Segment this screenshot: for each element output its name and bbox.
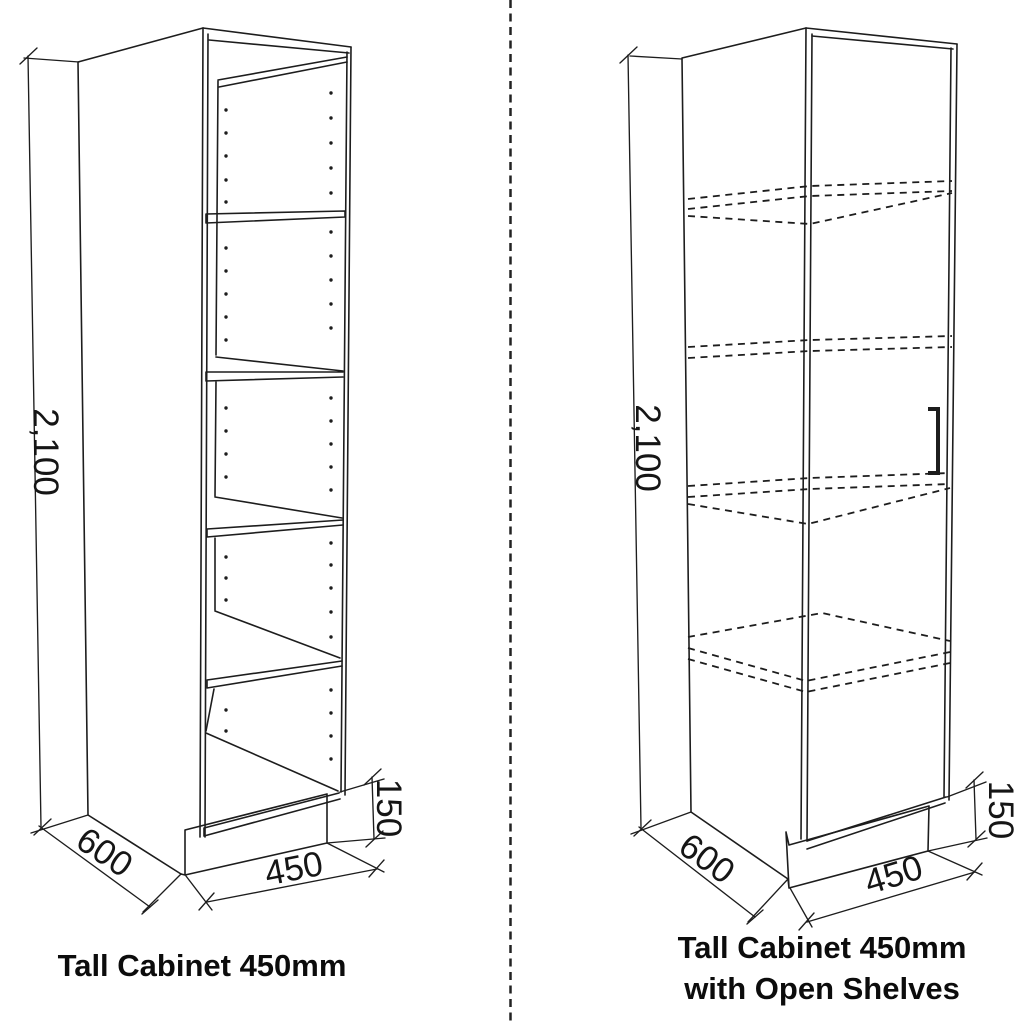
left-cabinet-figure: 2,100 600 450 150 Tall Cabinet 450mm bbox=[19, 27, 408, 983]
shelf-line bbox=[206, 610, 343, 689]
right-stile-edges bbox=[340, 46, 352, 796]
back-panel-top-edge bbox=[217, 56, 348, 88]
kickboard-edges bbox=[785, 805, 930, 889]
hidden-shelf-level-2 bbox=[687, 335, 953, 359]
hinge-stile-edges bbox=[800, 27, 813, 842]
right-cabinet-carcass bbox=[681, 27, 958, 889]
extension-lines bbox=[23, 57, 386, 913]
dim-width-label: 450 bbox=[860, 848, 927, 902]
hidden-shelf-level-1 bbox=[687, 180, 953, 225]
top-panel-edges bbox=[805, 27, 958, 50]
dimension-tick-marks bbox=[19, 47, 385, 915]
left-cabinet-carcass bbox=[77, 27, 352, 876]
hidden-shelf-level-4 bbox=[687, 612, 951, 693]
dimension-line-height bbox=[27, 55, 42, 828]
shelf-line bbox=[205, 356, 344, 382]
right-figure-caption-line-2: with Open Shelves bbox=[683, 971, 960, 1006]
dim-height-label: 2,100 bbox=[26, 408, 65, 496]
dim-width-label: 450 bbox=[261, 844, 326, 893]
dim-plinth-label: 150 bbox=[981, 781, 1020, 839]
dimension-line-depth bbox=[38, 825, 151, 908]
hidden-shelf-lines bbox=[687, 180, 953, 693]
carcass-outline bbox=[681, 27, 807, 880]
door-handle bbox=[928, 407, 940, 475]
hidden-shelf-level-3 bbox=[687, 472, 951, 525]
dim-depth-label: 600 bbox=[672, 826, 742, 892]
cabinet-floor-edges bbox=[203, 732, 341, 837]
door-bottom-edges bbox=[806, 796, 947, 850]
dim-height-label: 2,100 bbox=[628, 404, 667, 492]
dimension-tick-marks bbox=[619, 46, 986, 931]
dimension-line-plinth bbox=[371, 776, 375, 840]
extension-lines bbox=[629, 55, 988, 928]
interior-corner-line bbox=[205, 80, 219, 732]
dimension-line-depth bbox=[638, 826, 756, 918]
shelf-line bbox=[205, 210, 346, 224]
carcass-outline bbox=[77, 27, 204, 875]
dim-depth-label: 600 bbox=[69, 820, 139, 885]
shelf-line bbox=[206, 496, 344, 538]
right-edge-and-door-edge bbox=[943, 43, 958, 801]
dimension-line-width bbox=[206, 868, 378, 903]
front-stile-edges bbox=[199, 27, 209, 838]
dim-plinth-label: 150 bbox=[369, 779, 408, 837]
left-figure-caption: Tall Cabinet 450mm bbox=[58, 948, 347, 983]
right-cabinet-figure: 2,100 600 450 150 Tall Cabinet 450mm wit… bbox=[619, 27, 1020, 1006]
right-figure-caption-line-1: Tall Cabinet 450mm bbox=[678, 930, 967, 965]
kickboard-edges bbox=[180, 793, 328, 876]
top-panel-edges bbox=[202, 27, 352, 54]
right-cabinet-dimensions: 2,100 600 450 150 bbox=[619, 46, 1020, 931]
dimension-line-height bbox=[627, 54, 642, 829]
dimension-line-width bbox=[806, 871, 976, 923]
dimension-line-plinth bbox=[973, 779, 977, 840]
